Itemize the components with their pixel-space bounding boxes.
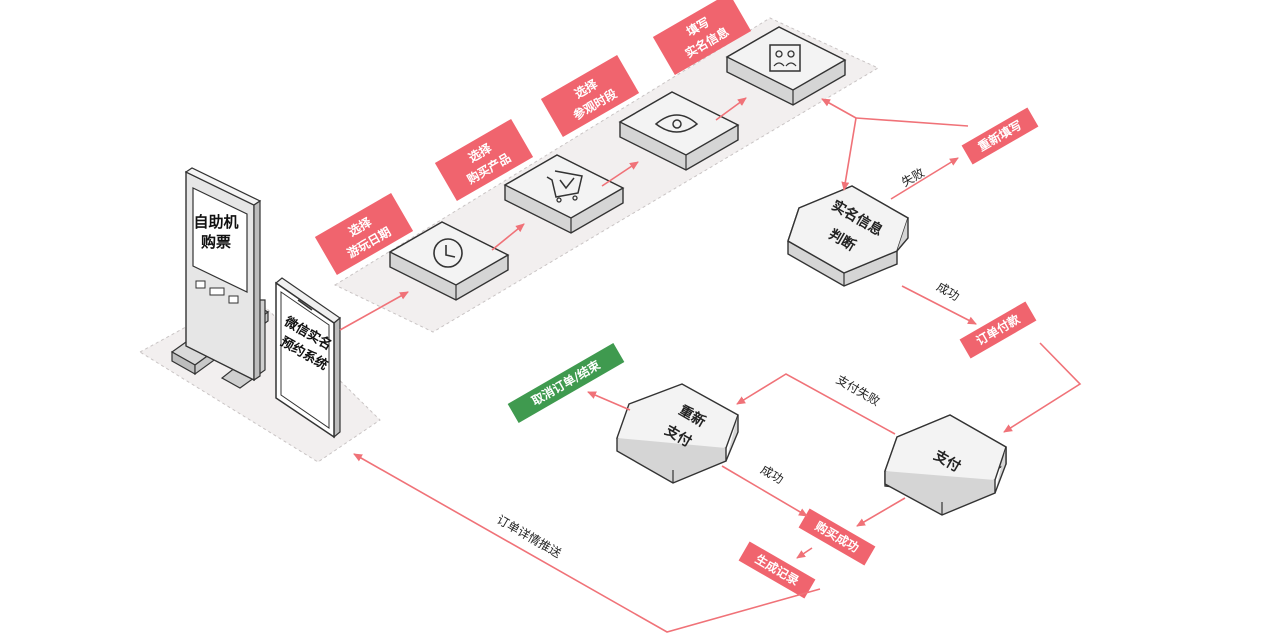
tag-cancel: 取消订单/结束 — [507, 342, 625, 424]
arrow-date-to-product — [491, 223, 525, 251]
arrow-pay-to-buy-success — [856, 497, 906, 527]
arrow-product-to-time — [601, 161, 639, 187]
kiosk-device: 自助机 购票 — [170, 167, 270, 389]
clock-icon — [433, 238, 463, 268]
arrow-verify-to-refill — [890, 157, 959, 200]
edge-label-success-1: 成功 — [934, 279, 962, 303]
arrow-repay-to-cancel — [587, 391, 631, 411]
arrow-phone-to-date — [339, 291, 409, 331]
step-label-time: 选择 参观时段 — [540, 54, 640, 138]
node-verify: 实名信息 判断 — [787, 185, 909, 287]
tag-buy-success: 购买成功 — [798, 508, 876, 566]
step-tile-product — [503, 154, 625, 234]
arrow-pay-to-repay — [736, 373, 896, 435]
node-repay: 重新 支付 — [616, 383, 739, 484]
tag-order-pay: 订单付款 — [959, 301, 1037, 359]
id-card-icon — [769, 44, 801, 72]
line-junction-from-refill — [855, 117, 969, 127]
edge-label-pay-fail: 支付失败 — [834, 372, 883, 409]
node-pay: 支付 — [884, 414, 1007, 516]
tag-cancel-text: 取消订单/结束 — [529, 356, 604, 408]
kiosk-label-line2: 购票 — [201, 233, 231, 251]
arrow-junction-to-realname — [821, 98, 857, 119]
phone-device: 微信实名 预约系统 — [275, 277, 341, 439]
eye-icon — [654, 114, 699, 133]
edge-label-success-2: 成功 — [758, 462, 786, 486]
arrow-junction-to-verify — [841, 117, 857, 191]
cart-icon — [546, 170, 583, 203]
arrow-buy-success-to-record — [796, 547, 813, 559]
arrow-time-to-realname — [715, 97, 747, 121]
step-tile-realname — [725, 26, 847, 106]
arrow-verify-to-order-pay — [901, 285, 977, 325]
arrow-repay-to-buy-success — [721, 465, 808, 517]
step-label-realname: 填写 实名信息 — [652, 0, 752, 76]
step-tile-time — [618, 91, 740, 171]
tag-refill: 重新填写 — [961, 107, 1039, 165]
arrow-record-to-phone — [353, 453, 821, 633]
arrow-order-pay-to-pay — [1003, 342, 1082, 433]
step-label-product: 选择 购买产品 — [434, 118, 534, 202]
step-tile-date — [388, 221, 510, 301]
tag-record: 生成记录 — [738, 541, 816, 599]
kiosk-label-line1: 自助机 — [193, 213, 238, 231]
